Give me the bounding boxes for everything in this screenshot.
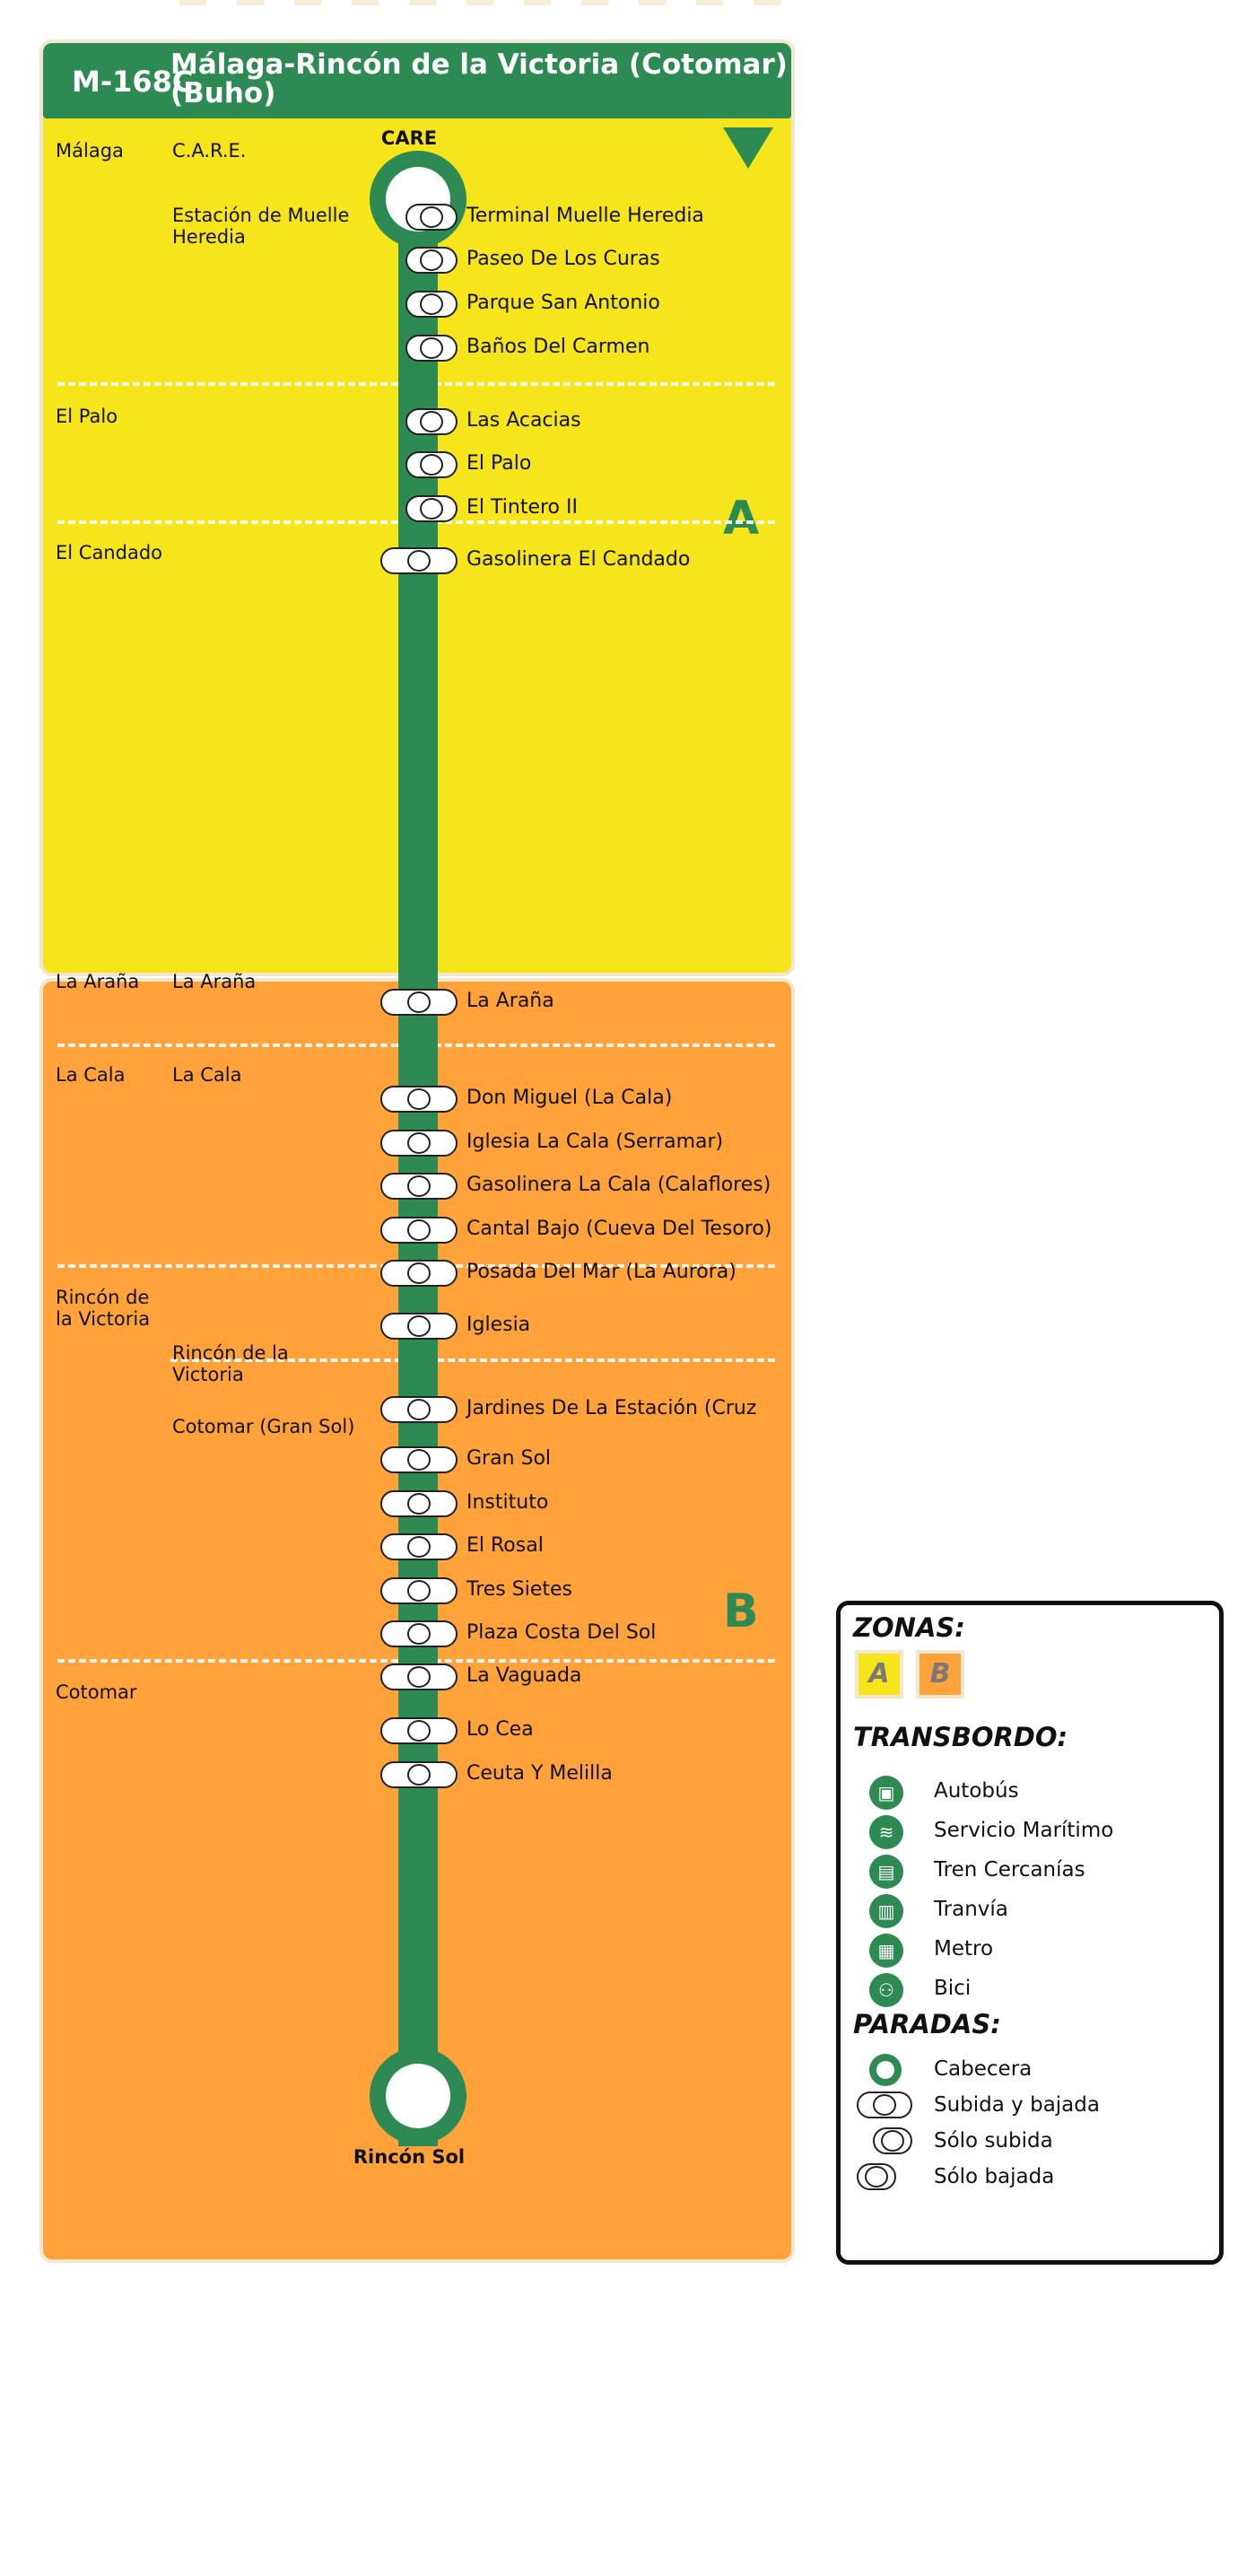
- terminal-start-icon: [370, 151, 466, 248]
- stop-label: La Araña: [466, 990, 554, 1012]
- zone-b-letter: B: [723, 1585, 759, 1638]
- stop-label: La Vaguada: [466, 1664, 582, 1687]
- municipality-label: El Candado: [56, 542, 162, 563]
- board-only-icon: [873, 2127, 912, 2154]
- stop-label: Gran Sol: [466, 1447, 552, 1470]
- alight-only-icon: [857, 2163, 896, 2190]
- metro-icon: ▦: [869, 1934, 903, 1968]
- stop-label: Iglesia: [466, 1314, 531, 1336]
- route-number: M-168C: [72, 65, 194, 99]
- zone-a-letter: A: [723, 492, 760, 546]
- municipality-label: La Cala: [56, 1064, 126, 1086]
- stop-label: Baños Del Carmen: [466, 336, 650, 358]
- stop-marker-icon: [380, 1577, 458, 1604]
- municipality-label: Rincón de la Victoria: [56, 1287, 151, 1330]
- stop-marker-icon: [380, 1260, 458, 1287]
- stop-label: Tres Sietes: [466, 1578, 572, 1601]
- stop-marker-icon: [380, 1533, 458, 1560]
- legend-zone-a: A: [855, 1650, 903, 1698]
- tram-icon: ▥: [869, 1894, 903, 1928]
- stop-marker-icon: [380, 1086, 458, 1113]
- stop-label: Terminal Muelle Heredia: [466, 205, 704, 227]
- stop-marker-icon: [380, 989, 458, 1016]
- municipality-label: Málaga: [56, 140, 124, 162]
- stop-label: Parque San Antonio: [466, 292, 660, 314]
- legend-transfer-label: Tren Cercanías: [934, 1858, 1085, 1882]
- bike-icon: ⚇: [869, 1973, 903, 2007]
- stop-label: Cantal Bajo (Cueva Del Tesoro): [466, 1218, 772, 1240]
- section-divider: [170, 1358, 775, 1362]
- stop-marker-icon: [405, 247, 458, 274]
- stop-marker-icon: [405, 495, 458, 522]
- stop-marker-icon: [380, 1490, 458, 1517]
- train-icon: ▤: [869, 1855, 903, 1889]
- stop-label: El Tintero II: [466, 496, 578, 519]
- terminal-icon: [869, 2054, 902, 2086]
- stop-marker-icon: [380, 1396, 458, 1423]
- stop-marker-icon: [380, 1761, 458, 1788]
- legend-transfer-label: Metro: [934, 1937, 994, 1960]
- stop-marker-icon: [380, 1130, 458, 1157]
- stop-marker-icon: [405, 408, 458, 435]
- legend-transfer-label: Tranvía: [934, 1898, 1008, 1921]
- locality-label: C.A.R.E.: [172, 140, 247, 162]
- stop-label: Don Miguel (La Cala): [466, 1087, 673, 1109]
- stop-marker-icon: [380, 1217, 458, 1244]
- direction-arrow-icon: [723, 127, 773, 169]
- route-name: Málaga-Rincón de la Victoria (Cotomar) (…: [170, 48, 788, 109]
- legend-stop-label: Subida y bajada: [934, 2093, 1100, 2117]
- route-header: M-168C Málaga-Rincón de la Victoria (Cot…: [43, 43, 791, 118]
- legend-stop-label: Sólo subida: [934, 2129, 1053, 2152]
- stop-label: Plaza Costa Del Sol: [466, 1621, 657, 1644]
- stop-label: Instituto: [466, 1491, 549, 1514]
- municipality-label: Cotomar: [56, 1681, 137, 1703]
- legend-zone-b: B: [916, 1650, 964, 1698]
- locality-label: Cotomar (Gran Sol): [172, 1416, 355, 1437]
- stop-marker-icon: [380, 1663, 458, 1690]
- legend-zones-title: ZONAS:: [853, 1612, 965, 1643]
- stop-label: Lo Cea: [466, 1718, 534, 1741]
- stop-label: Las Acacias: [466, 409, 581, 432]
- legend-transfer-label: Bici: [934, 1977, 972, 2000]
- stop-marker-icon: [405, 291, 458, 318]
- stop-label: Gasolinera El Candado: [466, 548, 691, 571]
- stop-label: Jardines De La Estación (Cruz: [466, 1397, 757, 1419]
- stop-marker-icon: [405, 204, 458, 231]
- locality-label: Rincón de la Victoria: [172, 1342, 289, 1385]
- legend-stops-title: PARADAS:: [853, 2009, 1001, 2039]
- municipality-label: La Araña: [56, 971, 140, 992]
- boat-icon: ≋: [869, 1815, 903, 1849]
- legend-box: ZONAS: A B TRANSBORDO: ▣ Autobús ≋ Servi…: [836, 1601, 1224, 2265]
- legend-stop-label: Cabecera: [934, 2057, 1033, 2081]
- legend-stop-label: Sólo bajada: [934, 2165, 1055, 2188]
- locality-label: La Araña: [172, 971, 257, 992]
- stop-marker-icon: [380, 1446, 458, 1473]
- terminal-end-icon: [370, 2048, 466, 2144]
- locality-label: La Cala: [172, 1064, 242, 1086]
- stop-marker-icon: [380, 1173, 458, 1200]
- board-alight-icon: [857, 2091, 912, 2118]
- stop-marker-icon: [405, 451, 458, 478]
- stop-marker-icon: [405, 335, 458, 362]
- stop-label: Posada Del Mar (La Aurora): [466, 1261, 736, 1283]
- stop-label: El Palo: [466, 452, 532, 475]
- legend-transfer-label: Autobús: [934, 1779, 1019, 1803]
- stop-label: Gasolinera La Cala (Calaflores): [466, 1174, 771, 1196]
- stop-marker-icon: [380, 1717, 458, 1744]
- stop-label: Ceuta Y Melilla: [466, 1762, 613, 1785]
- terminal-start-label: CARE: [380, 127, 438, 149]
- municipality-label: El Palo: [56, 406, 118, 427]
- stop-marker-icon: [380, 1620, 458, 1647]
- legend-transfer-title: TRANSBORDO:: [853, 1722, 1068, 1752]
- top-decoration: [179, 0, 807, 5]
- terminal-end-label: Rincón Sol: [353, 2146, 466, 2168]
- stop-marker-icon: [380, 1313, 458, 1340]
- stop-label: Iglesia La Cala (Serramar): [466, 1131, 724, 1153]
- stop-label: El Rosal: [466, 1534, 544, 1557]
- locality-label: Estación de Muelle Heredia: [172, 205, 350, 248]
- bus-icon: ▣: [869, 1776, 903, 1810]
- stop-marker-icon: [380, 547, 458, 574]
- legend-transfer-label: Servicio Marítimo: [934, 1819, 1114, 1842]
- stop-label: Paseo De Los Curas: [466, 248, 660, 270]
